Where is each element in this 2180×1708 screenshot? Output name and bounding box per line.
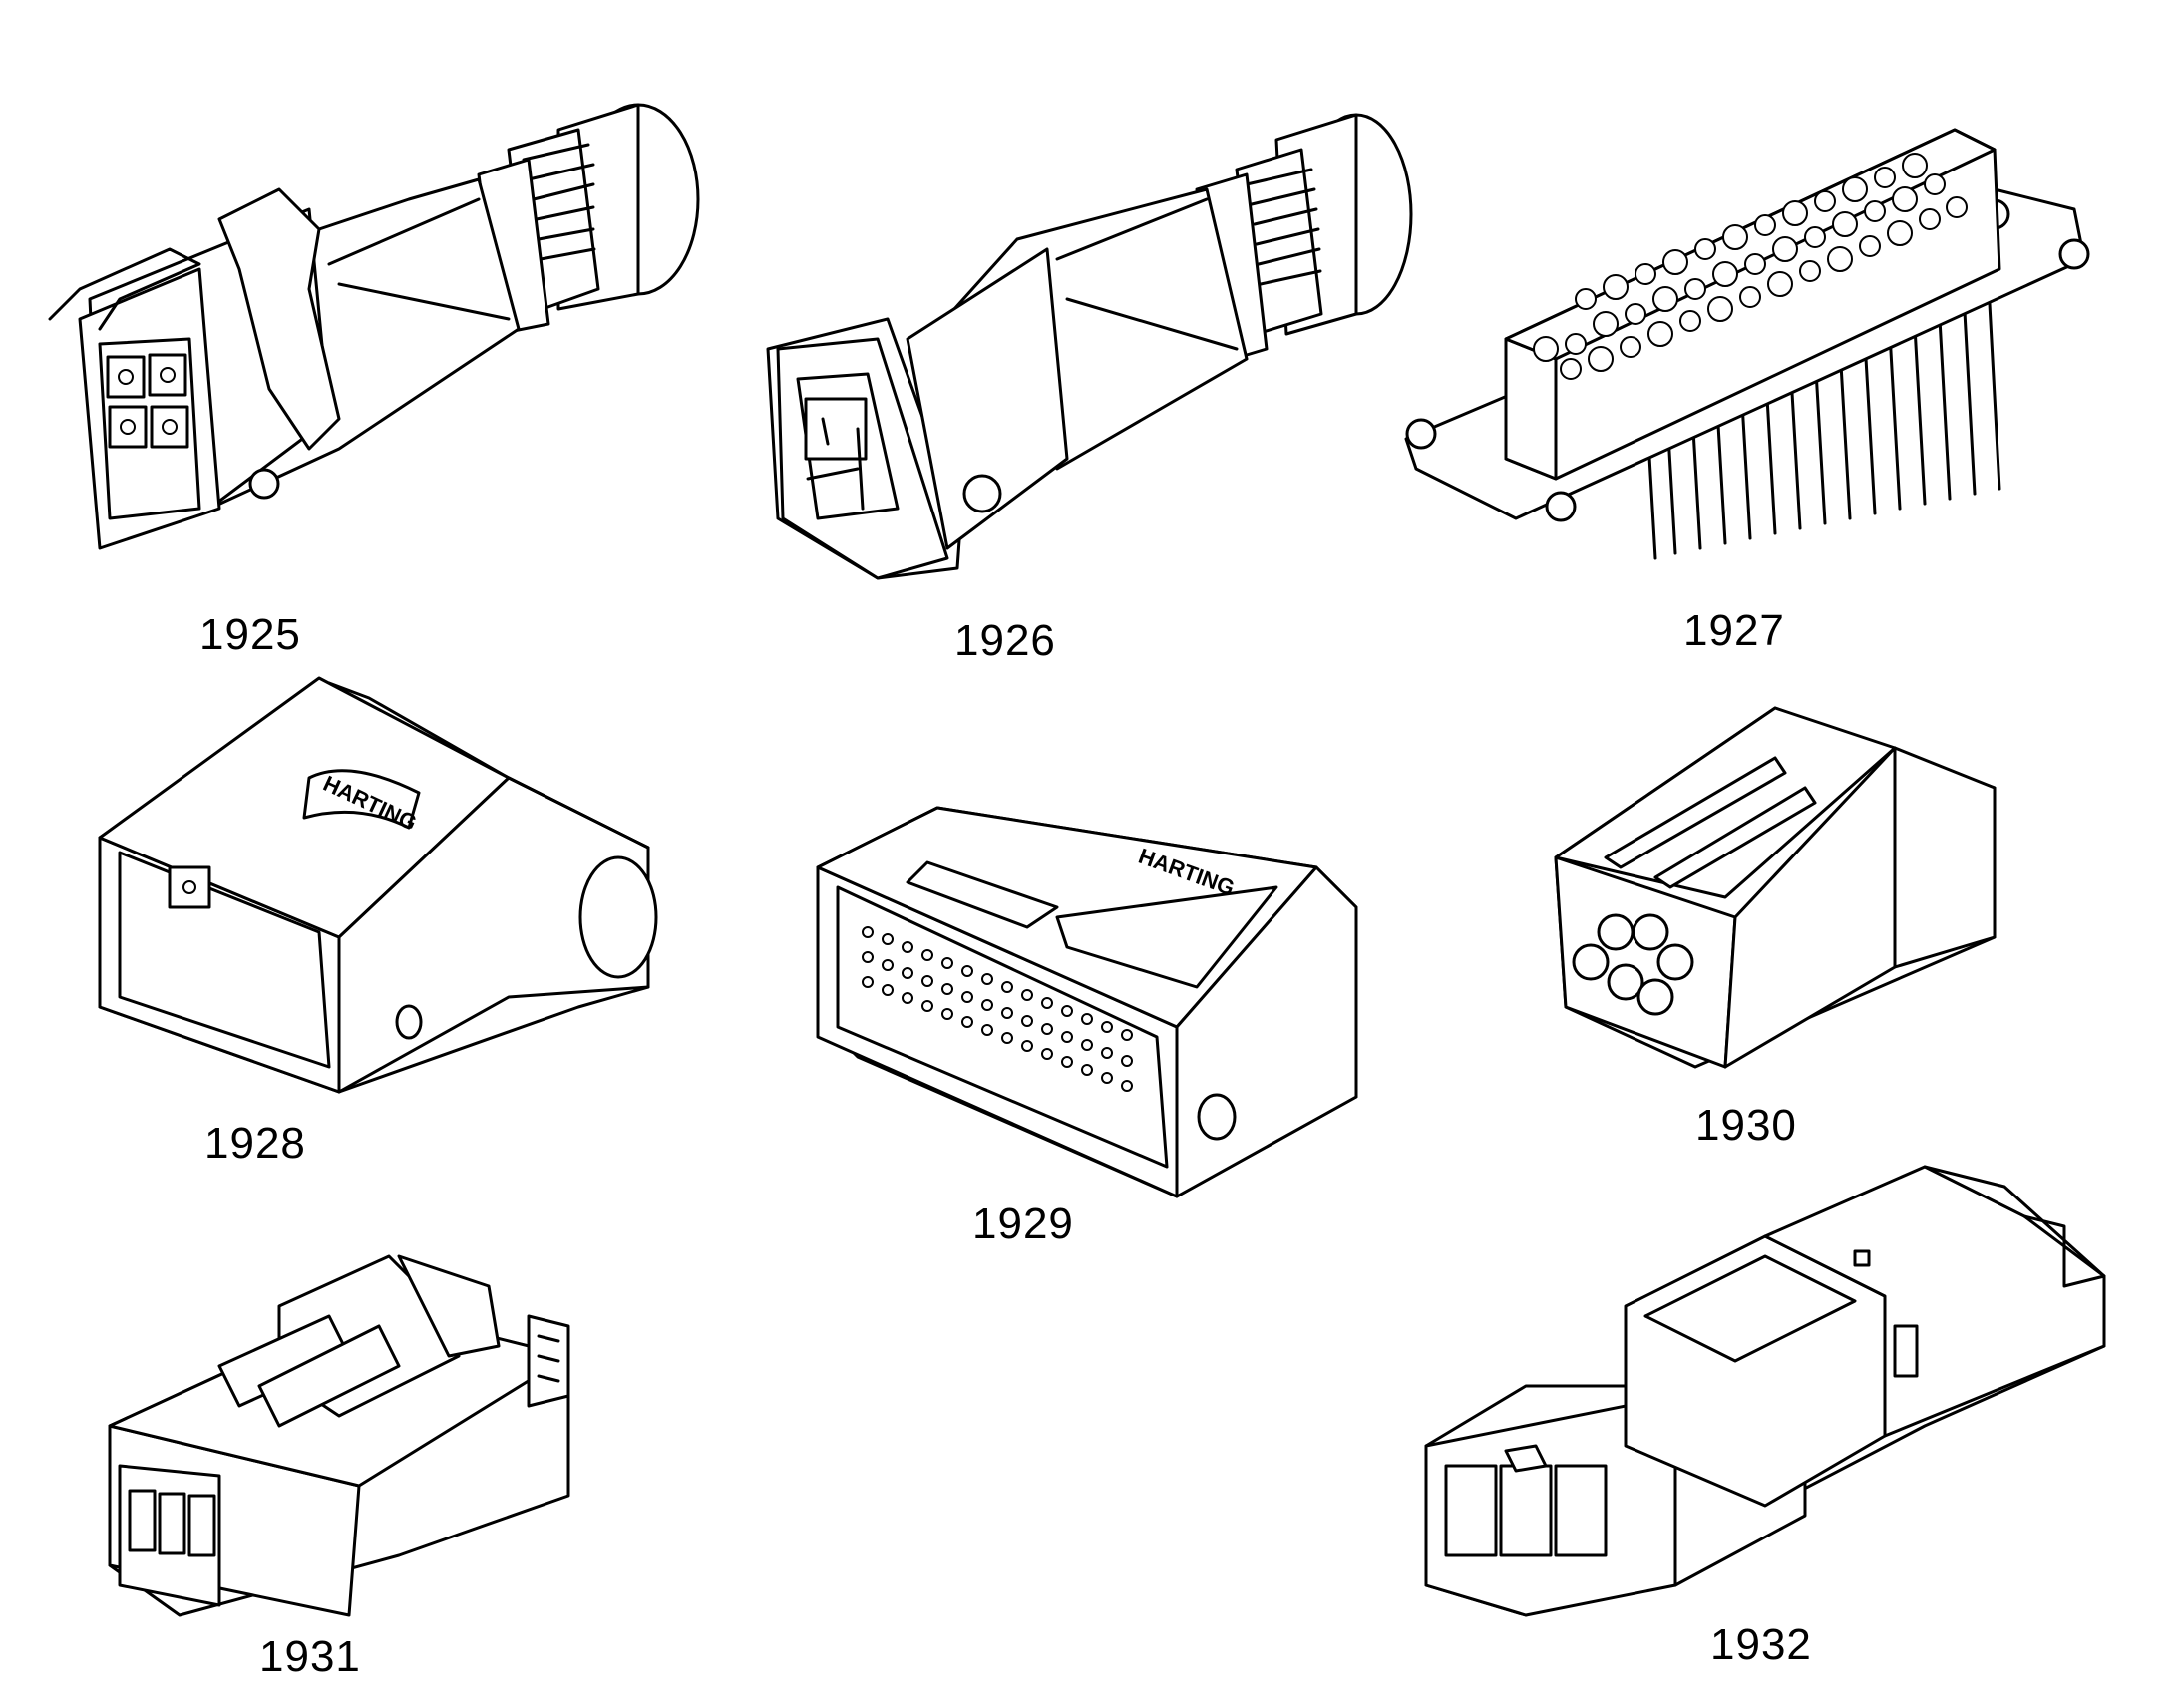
connector-1930-illustration — [1546, 706, 2014, 1077]
connector-1932-illustration — [1424, 1165, 2114, 1625]
connector-1927-illustration — [1396, 120, 2114, 598]
connector-1926-illustration — [766, 100, 1413, 618]
connector-1928-illustration: HARTING — [90, 676, 668, 1097]
figure-label-1930: 1930 — [1695, 1101, 1797, 1150]
figure-label-1929: 1929 — [972, 1199, 1074, 1248]
connector-1929-illustration: HARTING — [798, 758, 1366, 1206]
connector-1925-illustration — [40, 90, 700, 568]
figure-label-1926: 1926 — [954, 616, 1056, 665]
figure-label-1932: 1932 — [1710, 1620, 1812, 1669]
figure-label-1931: 1931 — [259, 1632, 361, 1681]
figure-label-1928: 1928 — [204, 1119, 306, 1168]
connector-1931-illustration — [100, 1226, 578, 1617]
figure-label-1925: 1925 — [199, 610, 301, 659]
figure-label-1927: 1927 — [1683, 606, 1785, 655]
